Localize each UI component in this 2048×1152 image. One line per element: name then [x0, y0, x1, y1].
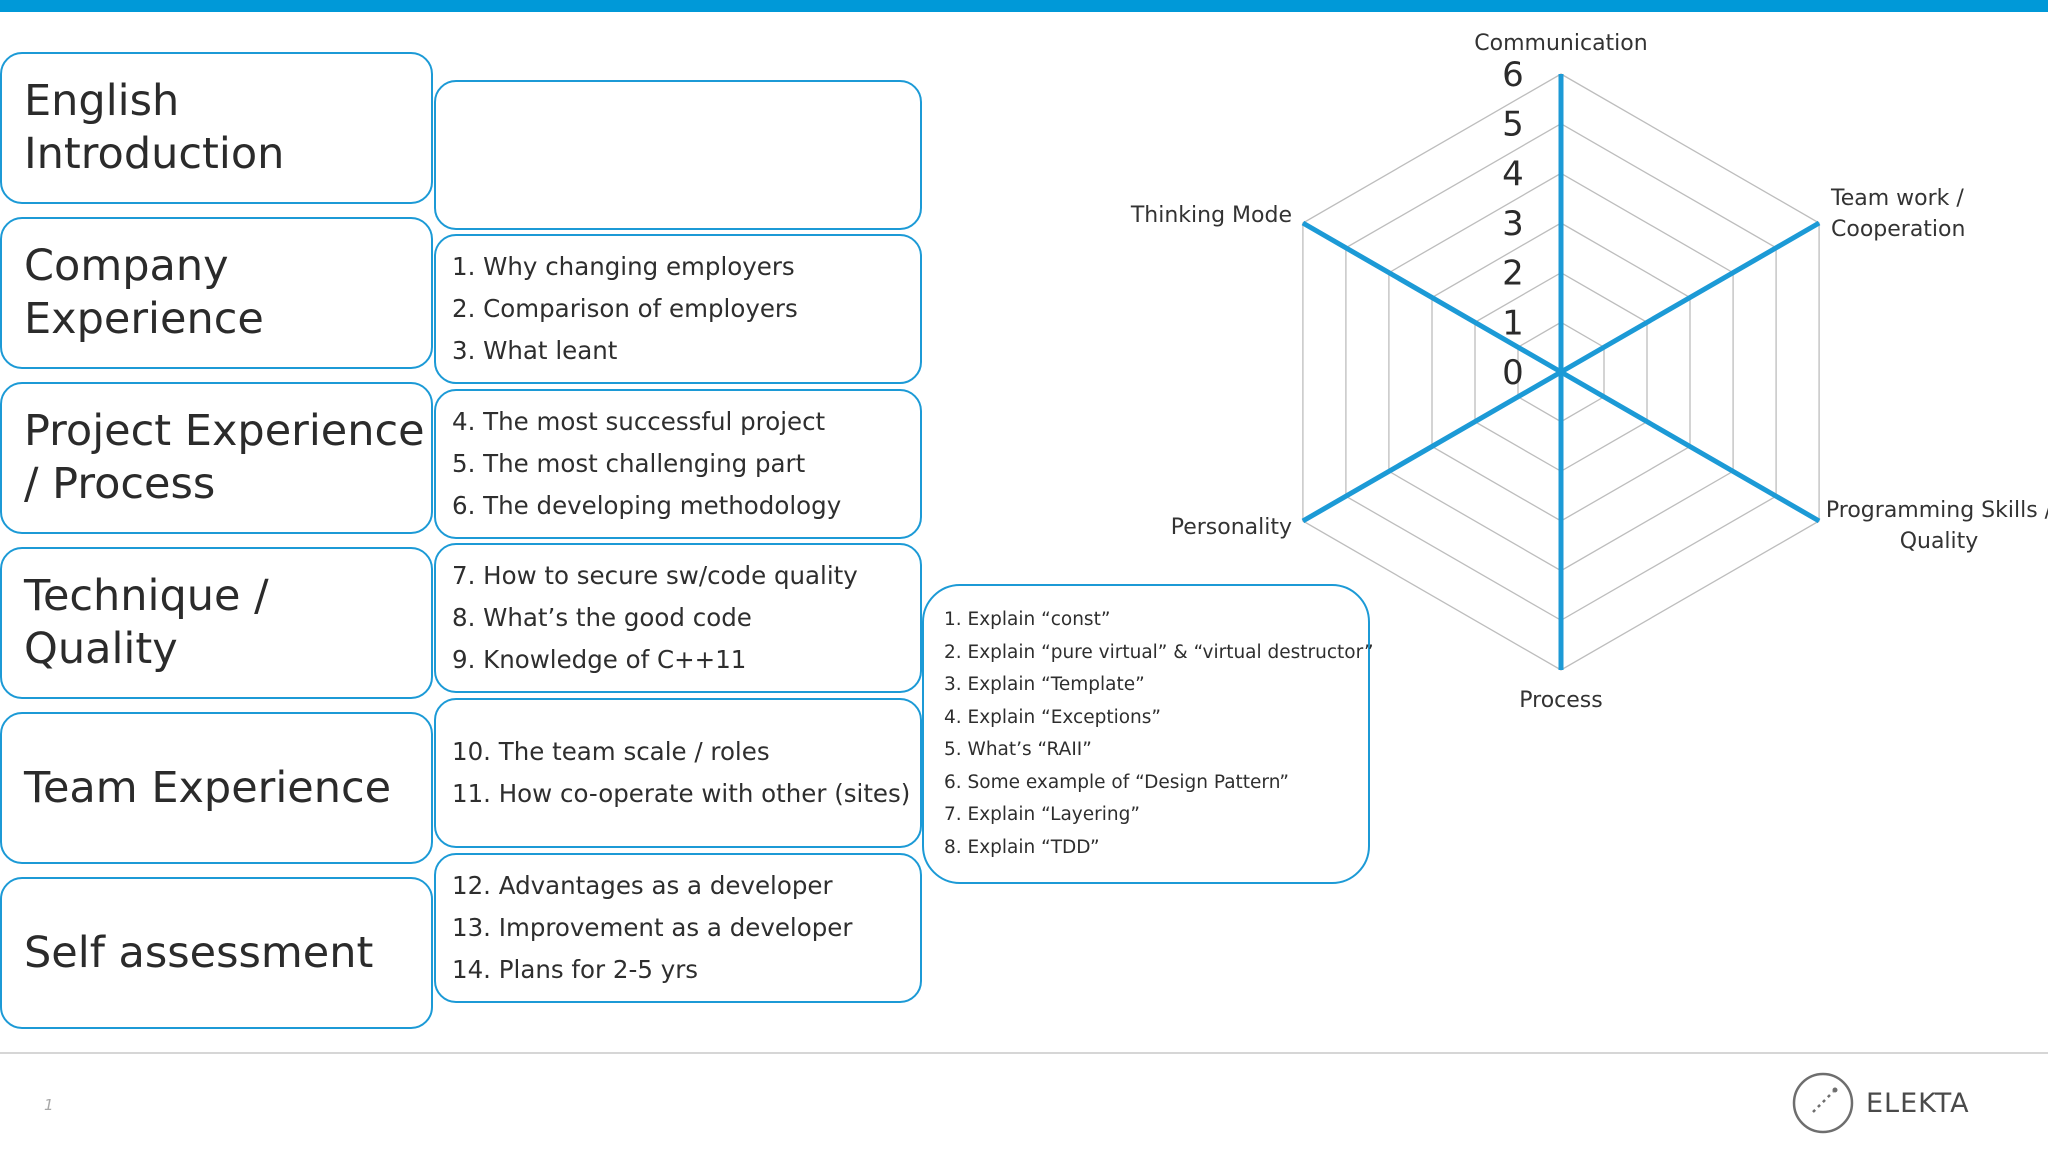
- radar-axis-label: Communication: [1474, 31, 1647, 56]
- question-item: 9. Knowledge of C++11: [452, 645, 747, 674]
- radar-scale-label: 3: [1502, 204, 1524, 244]
- questions-technique-quality: 7. How to secure sw/code quality 8. What…: [434, 543, 922, 693]
- radar-scale-label: 0: [1502, 353, 1524, 393]
- question-item: 14. Plans for 2-5 yrs: [452, 955, 699, 984]
- radar-scale-label: 1: [1502, 303, 1524, 343]
- question-item: 6. The developing methodology: [452, 491, 842, 520]
- question-item: 1. Why changing employers: [452, 252, 795, 281]
- technique-detail-item: 7. Explain “Layering”: [944, 804, 1140, 825]
- radar-scale-label: 5: [1502, 105, 1524, 145]
- questions-company-experience: 1. Why changing employers 2. Comparison …: [434, 234, 922, 384]
- question-item: 2. Comparison of employers: [452, 294, 798, 323]
- category-company-experience: Company Experience: [0, 217, 433, 369]
- radar-scale-label: 4: [1502, 154, 1524, 194]
- question-item: 12. Advantages as a developer: [452, 871, 833, 900]
- technique-detail-item: 5. What’s “RAII”: [944, 739, 1092, 760]
- technique-detail-item: 4. Explain “Exceptions”: [944, 706, 1161, 728]
- radar-axis-label: Programming Skills / Quality: [1826, 498, 2048, 554]
- category-label: Team Experience: [24, 762, 392, 813]
- questions-self-assessment: 12. Advantages as a developer 13. Improv…: [434, 853, 922, 1003]
- radar-axis-label-line: Team work /: [1830, 186, 1964, 211]
- radar-value-spoke: [1301, 220, 1563, 375]
- radar-axis-label-line: Quality: [1900, 529, 1979, 554]
- questions-team-experience: 10. The team scale / roles 11. How co-op…: [434, 698, 922, 848]
- elekta-logo-icon: [1792, 1072, 1854, 1134]
- radar-value-spoke: [1559, 220, 1821, 375]
- category-team-experience: Team Experience: [0, 712, 433, 864]
- radar-axis-label-line: Programming Skills /: [1826, 498, 2048, 523]
- question-item: 4. The most successful project: [452, 407, 826, 436]
- category-english-introduction: English Introduction: [0, 52, 433, 204]
- question-item: 5. The most challenging part: [452, 449, 806, 478]
- radar-axis-label-line: Cooperation: [1831, 217, 1965, 242]
- radar-axis-label-line: Communication: [1474, 31, 1647, 56]
- category-technique-quality: Technique / Quality: [0, 547, 433, 699]
- technique-details-box: 1. Explain “const” 2. Explain “pure virt…: [922, 584, 1374, 884]
- question-item: 7. How to secure sw/code quality: [452, 561, 858, 590]
- category-label: Company Experience: [24, 241, 264, 344]
- technique-detail-item: 2. Explain “pure virtual” & “virtual des…: [944, 641, 1374, 663]
- technique-detail-item: 6. Some example of “Design Pattern”: [944, 771, 1289, 793]
- top-accent-bar: [0, 0, 2048, 12]
- elekta-logo: ELEKTA: [1792, 1070, 2022, 1136]
- category-project-experience: Project Experience / Process: [0, 382, 433, 534]
- questions-english-introduction: [434, 80, 922, 230]
- page-number: 1: [44, 1096, 54, 1114]
- radar-axis-label-line: Personality: [1171, 515, 1292, 540]
- radar-value-spoke: [1559, 369, 1821, 524]
- radar-scale-label: 6: [1502, 55, 1524, 95]
- technique-detail-item: 1. Explain “const”: [944, 609, 1111, 630]
- radar-value-spoke: [1301, 369, 1563, 524]
- questions-project-experience: 4. The most successful project 5. The mo…: [434, 389, 922, 539]
- category-label: Project Experience / Process: [24, 406, 425, 509]
- question-item: 8. What’s the good code: [452, 603, 752, 632]
- question-item: 11. How co-operate with other (sites): [452, 779, 911, 808]
- radar-axis-label: Thinking Mode: [1130, 203, 1292, 228]
- category-label: Technique / Quality: [24, 571, 269, 674]
- radar-axis-label-line: Process: [1519, 688, 1602, 713]
- category-label: English Introduction: [24, 76, 285, 179]
- radar-axis-label-line: Thinking Mode: [1130, 203, 1292, 228]
- radar-axis-label: Process: [1519, 688, 1602, 713]
- elekta-logo-text: ELEKTA: [1866, 1088, 1970, 1119]
- question-item: 3. What leant: [452, 336, 618, 365]
- radar-axis-label: Team work / Cooperation: [1830, 186, 1965, 242]
- question-item: 13. Improvement as a developer: [452, 913, 853, 942]
- category-self-assessment: Self assessment: [0, 877, 433, 1029]
- radar-axis-label: Personality: [1171, 515, 1292, 540]
- technique-detail-item: 8. Explain “TDD”: [944, 836, 1100, 858]
- footer-divider: [0, 1052, 2048, 1054]
- radar-scale-label: 2: [1502, 254, 1524, 294]
- question-item: 10. The team scale / roles: [452, 737, 770, 766]
- technique-detail-item: 3. Explain “Template”: [944, 674, 1145, 695]
- category-label: Self assessment: [24, 927, 374, 978]
